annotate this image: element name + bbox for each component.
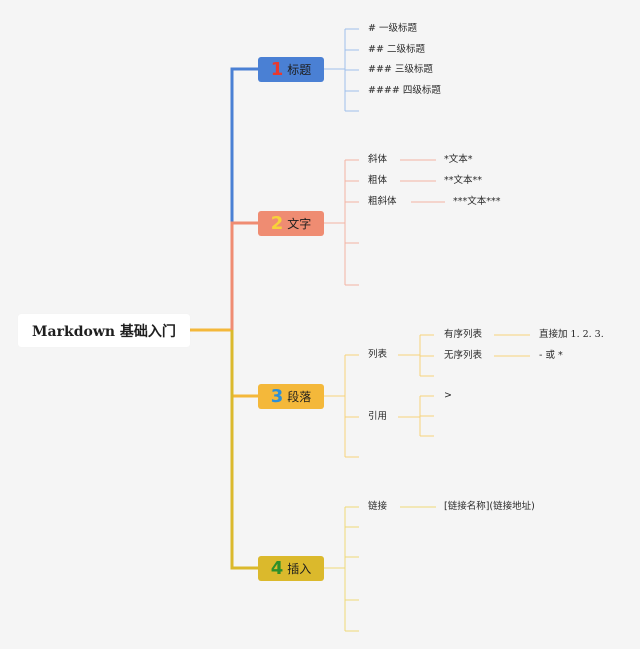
italic-syntax-node[interactable]: *文本* <box>444 154 473 165</box>
root-topic[interactable]: Markdown 基础入门 <box>18 314 190 347</box>
branch-topic-2[interactable]: 2 文字 <box>258 211 324 236</box>
branch-topic-4[interactable]: 4 插入 <box>258 556 324 581</box>
root-topic-label: Markdown 基础入门 <box>32 323 176 340</box>
bold-italic-node[interactable]: 粗斜体 <box>368 196 397 207</box>
bold-node[interactable]: 粗体 <box>368 175 388 186</box>
branch-connector-1 <box>230 67 258 330</box>
branch-connector-4 <box>230 330 258 570</box>
heading-h4-node[interactable]: #### 四级标题 <box>368 85 441 96</box>
branch-3-label: 段落 <box>287 390 312 404</box>
branch-4-number: 4 <box>270 557 284 579</box>
list-node[interactable]: 列表 <box>368 349 388 360</box>
branch-1-number: 1 <box>270 58 284 80</box>
quote-syntax-node[interactable]: > <box>444 390 452 401</box>
link-syntax-node[interactable]: [链接名称](链接地址) <box>444 501 535 512</box>
ordered-list-syntax-node[interactable]: 直接加 1. 2. 3. <box>539 329 604 340</box>
heading-h3-node[interactable]: ### 三级标题 <box>368 64 433 75</box>
branch-connector-3 <box>230 330 258 398</box>
heading-h2-node[interactable]: ## 二级标题 <box>368 44 425 55</box>
branch-1-label: 标题 <box>287 63 312 77</box>
branch-topic-3[interactable]: 3 段落 <box>258 384 324 409</box>
branch-connector-2 <box>230 221 258 330</box>
branch-3-leaf-lines <box>324 334 530 458</box>
branch-1-leaf-lines <box>324 28 359 112</box>
branch-2-label: 文字 <box>287 217 312 231</box>
unordered-list-syntax-node[interactable]: - 或 * <box>539 350 563 361</box>
branch-topic-1[interactable]: 1 标题 <box>258 57 324 82</box>
ordered-list-node[interactable]: 有序列表 <box>444 329 483 340</box>
branch-4-label: 插入 <box>287 562 312 576</box>
link-node[interactable]: 链接 <box>368 501 388 512</box>
heading-h1-node[interactable]: # 一级标题 <box>368 23 417 34</box>
bold-italic-syntax-node[interactable]: ***文本*** <box>453 196 501 207</box>
branch-2-leaf-lines <box>324 159 445 286</box>
branch-3-number: 3 <box>270 385 284 407</box>
branch-4-leaf-lines <box>324 506 436 632</box>
italic-node[interactable]: 斜体 <box>368 154 388 165</box>
bold-syntax-node[interactable]: **文本** <box>444 175 483 186</box>
branch-2-number: 2 <box>270 212 284 234</box>
unordered-list-node[interactable]: 无序列表 <box>444 350 483 361</box>
quote-node[interactable]: 引用 <box>368 411 388 422</box>
